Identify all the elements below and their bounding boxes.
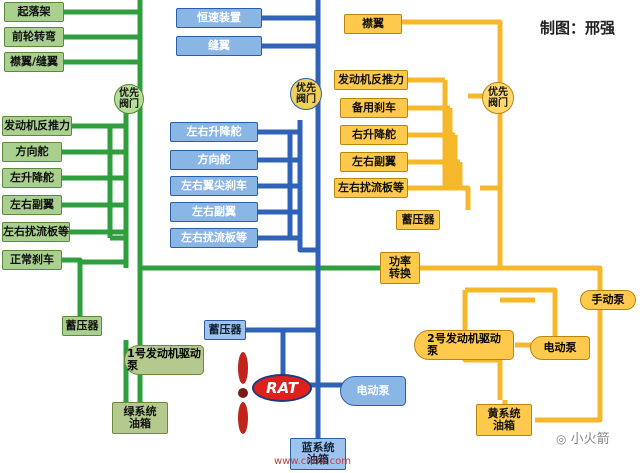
blue-electric-pump: 电动泵 bbox=[340, 376, 406, 406]
yellow-item-right-elevator: 右升降舵 bbox=[340, 125, 408, 145]
green-item-landing-gear: 起落架 bbox=[4, 2, 64, 22]
green-item-left-elevator: 左升降舵 bbox=[2, 168, 62, 188]
yellow-item-ailerons: 左右副翼 bbox=[340, 152, 408, 172]
blue-item-elevators: 左右升降舵 bbox=[170, 122, 258, 142]
watermark-url: www.cntrk.com bbox=[274, 456, 351, 467]
green-item-nose-steering: 前轮转弯 bbox=[4, 27, 64, 47]
blue-item-csd: 恒速装置 bbox=[176, 8, 262, 28]
yellow-item-flaps: 襟翼 bbox=[344, 14, 402, 34]
credit-label: 制图：邢强 bbox=[540, 19, 616, 37]
green-item-ailerons: 左右副翼 bbox=[2, 195, 62, 215]
blue-item-wingtip-brakes: 左右翼尖刹车 bbox=[170, 176, 258, 196]
watermark-label: ◎ 小火箭 bbox=[556, 432, 610, 447]
green-item-normal-brake: 正常刹车 bbox=[2, 250, 62, 270]
green-reservoir: 绿系统 油箱 bbox=[112, 402, 168, 434]
blue-item-rudder: 方向舵 bbox=[170, 150, 258, 170]
green-item-spoilers: 左右扰流板等 bbox=[2, 222, 70, 242]
yellow-item-alt-brake: 备用刹车 bbox=[340, 98, 408, 118]
yellow-item-spoilers: 左右扰流板等 bbox=[334, 178, 408, 198]
green-item-thrust-reverser: 发动机反推力 bbox=[2, 116, 72, 136]
yellow-electric-pump: 电动泵 bbox=[530, 336, 590, 360]
yellow-priority-valve: 优先 阀门 bbox=[482, 82, 514, 114]
blue-item-ailerons: 左右副翼 bbox=[170, 202, 258, 222]
blue-accumulator: 蓄压器 bbox=[204, 320, 246, 340]
rat-turbine: RAT bbox=[252, 374, 312, 402]
yellow-hand-pump: 手动泵 bbox=[580, 290, 636, 310]
green-item-rudder: 方向舵 bbox=[2, 142, 62, 162]
blue-reservoir: 蓝系统 油箱 bbox=[290, 438, 346, 470]
green-item-flaps-slats: 襟翼/缝翼 bbox=[4, 52, 64, 72]
yellow-reservoir: 黄系统 油箱 bbox=[476, 404, 532, 436]
blue-priority-valve: 优先 阀门 bbox=[290, 78, 322, 110]
blue-item-slats: 缝翼 bbox=[176, 36, 262, 56]
green-priority-valve: 优先 阀门 bbox=[114, 84, 144, 114]
yellow-engine2-pump: 2号发动机驱动 泵 bbox=[414, 330, 514, 360]
rat-propeller-icon bbox=[238, 352, 248, 434]
yellow-item-thrust-reverser: 发动机反推力 bbox=[334, 70, 408, 90]
power-transfer-unit: 功率 转换 bbox=[380, 252, 420, 284]
blue-item-spoilers: 左右扰流板等 bbox=[170, 228, 258, 248]
green-accumulator: 蓄压器 bbox=[62, 316, 102, 336]
watermark-icon: ◎ bbox=[556, 432, 567, 446]
green-engine1-pump: 1号发动机驱动 泵 bbox=[124, 345, 204, 375]
yellow-accumulator: 蓄压器 bbox=[396, 210, 440, 230]
